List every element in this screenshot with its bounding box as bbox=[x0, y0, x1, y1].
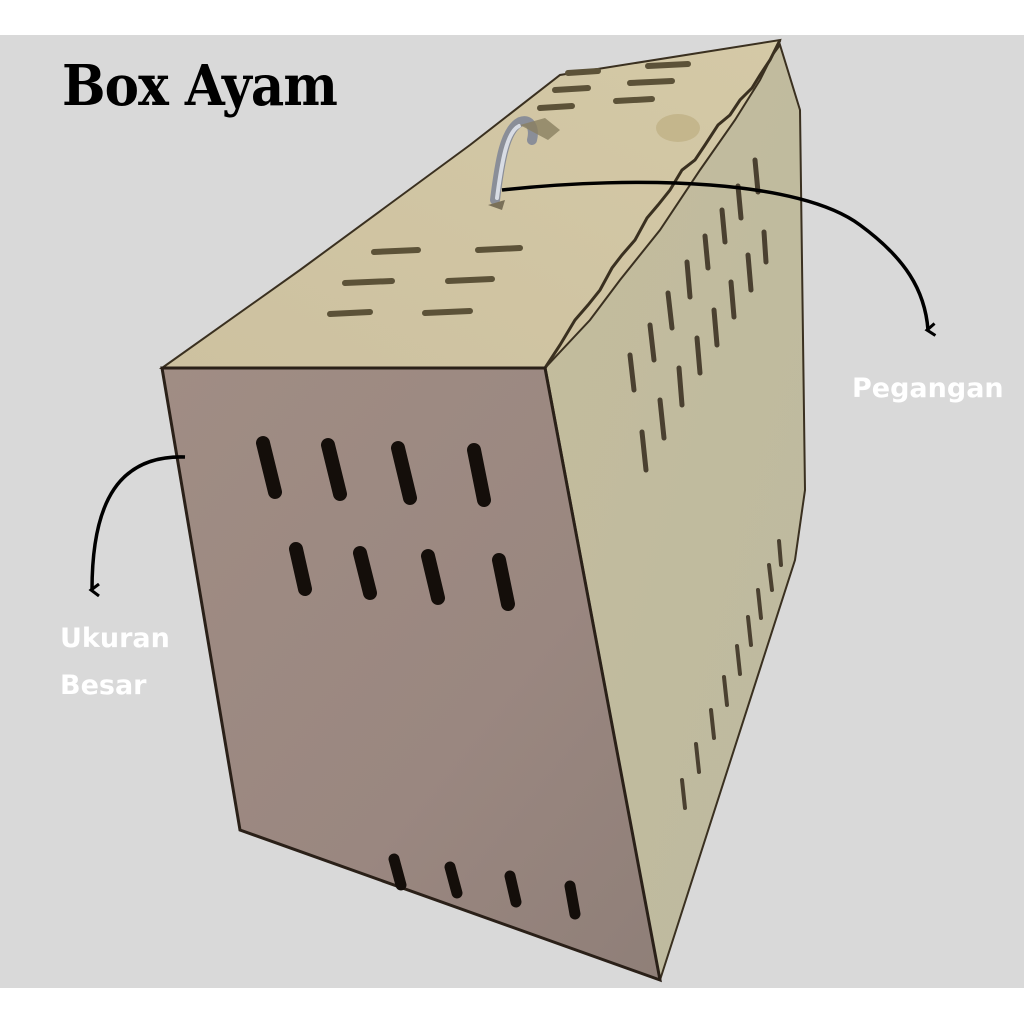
size-label: Ukuran Besar bbox=[60, 615, 260, 710]
box-top-face bbox=[158, 38, 782, 369]
handle-arrow bbox=[501, 180, 928, 330]
handle-icon bbox=[488, 116, 560, 210]
size-label-line1: Ukuran bbox=[60, 623, 170, 654]
box-front-face bbox=[160, 366, 662, 983]
size-arrow bbox=[92, 455, 186, 590]
handle-label: Pegangan bbox=[852, 373, 1004, 404]
page-title: Box Ayam bbox=[62, 53, 338, 119]
size-label-line2: Besar bbox=[60, 670, 147, 702]
